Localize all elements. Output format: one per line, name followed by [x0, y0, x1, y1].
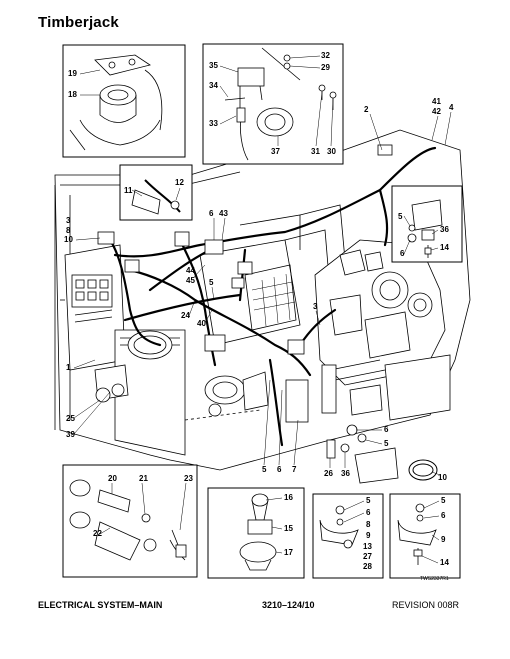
callout: 30: [327, 147, 336, 156]
callout: 31: [311, 147, 320, 156]
callout: 5: [366, 496, 371, 505]
inset-ground-bracket: [391, 185, 463, 263]
callout: 45: [186, 276, 195, 285]
callout: 6: [209, 209, 214, 218]
callout: 25: [66, 414, 75, 423]
callout: 4: [449, 103, 454, 112]
main-wiring-harness: [108, 146, 437, 447]
callout: 6: [384, 425, 389, 434]
callout: 6: [366, 508, 371, 517]
harness-connectors: [97, 144, 393, 355]
callout: 41: [432, 97, 441, 106]
callout: 24: [181, 311, 190, 320]
footer-revision: REVISION 008R: [392, 600, 460, 610]
inset-dome-light: [62, 44, 186, 158]
callout: 40: [197, 319, 206, 328]
callout: 28: [363, 562, 372, 571]
inset-solenoid-valve: [202, 43, 344, 165]
callout: 35: [209, 61, 218, 70]
callout: 27: [363, 552, 372, 561]
callout: 18: [68, 90, 77, 99]
callout: 20: [108, 474, 117, 483]
callout: 19: [68, 69, 77, 78]
callout: 17: [284, 548, 293, 557]
callout: 8: [366, 520, 371, 529]
callout: 9: [366, 531, 371, 540]
callout: 8: [66, 226, 71, 235]
machine-body: [54, 129, 471, 471]
callout: 29: [321, 63, 330, 72]
callout: 44: [186, 266, 195, 275]
callout: 11: [124, 186, 133, 195]
callout: 12: [175, 178, 184, 187]
callout: 34: [209, 81, 218, 90]
callout: 36: [440, 225, 449, 234]
callout: 5: [441, 496, 446, 505]
callout: 32: [321, 51, 330, 60]
callout: 6: [400, 249, 405, 258]
callout: 10: [438, 473, 447, 482]
callout: 5: [398, 212, 403, 221]
inset-clamp-large: [389, 493, 461, 579]
callout: 6: [277, 465, 282, 474]
inset-sensor-group: [62, 464, 198, 578]
callout: 23: [184, 474, 193, 483]
leader-lines: [73, 55, 452, 564]
callout: 5: [262, 465, 267, 474]
callout: 10: [64, 235, 73, 244]
brand-title: Timberjack: [38, 14, 119, 31]
callout: 6: [441, 511, 446, 520]
callout: 13: [363, 542, 372, 551]
inset-connector-plug: [119, 164, 193, 221]
hose-clamp-part: [408, 459, 438, 481]
callout: 1: [66, 363, 71, 372]
callout: 26: [324, 469, 333, 478]
callout: 7: [292, 465, 297, 474]
callout: 39: [66, 430, 75, 439]
figure-id: TWS2337R1: [420, 576, 449, 582]
small-parts-cluster: [326, 424, 399, 484]
callout: 2: [364, 105, 369, 114]
footer-section-title: ELECTRICAL SYSTEM–MAIN: [38, 600, 163, 610]
callout: 21: [139, 474, 148, 483]
footer-document-number: 3210–124/10: [262, 600, 315, 610]
callout: 9: [441, 535, 446, 544]
callout: 33: [209, 119, 218, 128]
callout: 5: [384, 439, 389, 448]
callout: 16: [284, 493, 293, 502]
callout: 37: [271, 147, 280, 156]
inset-pressure-switch: [207, 487, 305, 579]
callout: 22: [93, 529, 102, 538]
callout: 14: [440, 243, 449, 252]
callout: 5: [209, 278, 214, 287]
callout: 15: [284, 524, 293, 533]
callout: 3: [313, 302, 318, 311]
inset-clamp-small: [312, 493, 384, 579]
callout: 42: [432, 107, 441, 116]
callout: 43: [219, 209, 228, 218]
callout: 36: [341, 469, 350, 478]
callout: 3: [66, 216, 71, 225]
callout-labels: 19 18 35 34 33 32 29 37 31 30 2 41 42 4 …: [64, 51, 454, 582]
callout: 14: [440, 558, 449, 567]
